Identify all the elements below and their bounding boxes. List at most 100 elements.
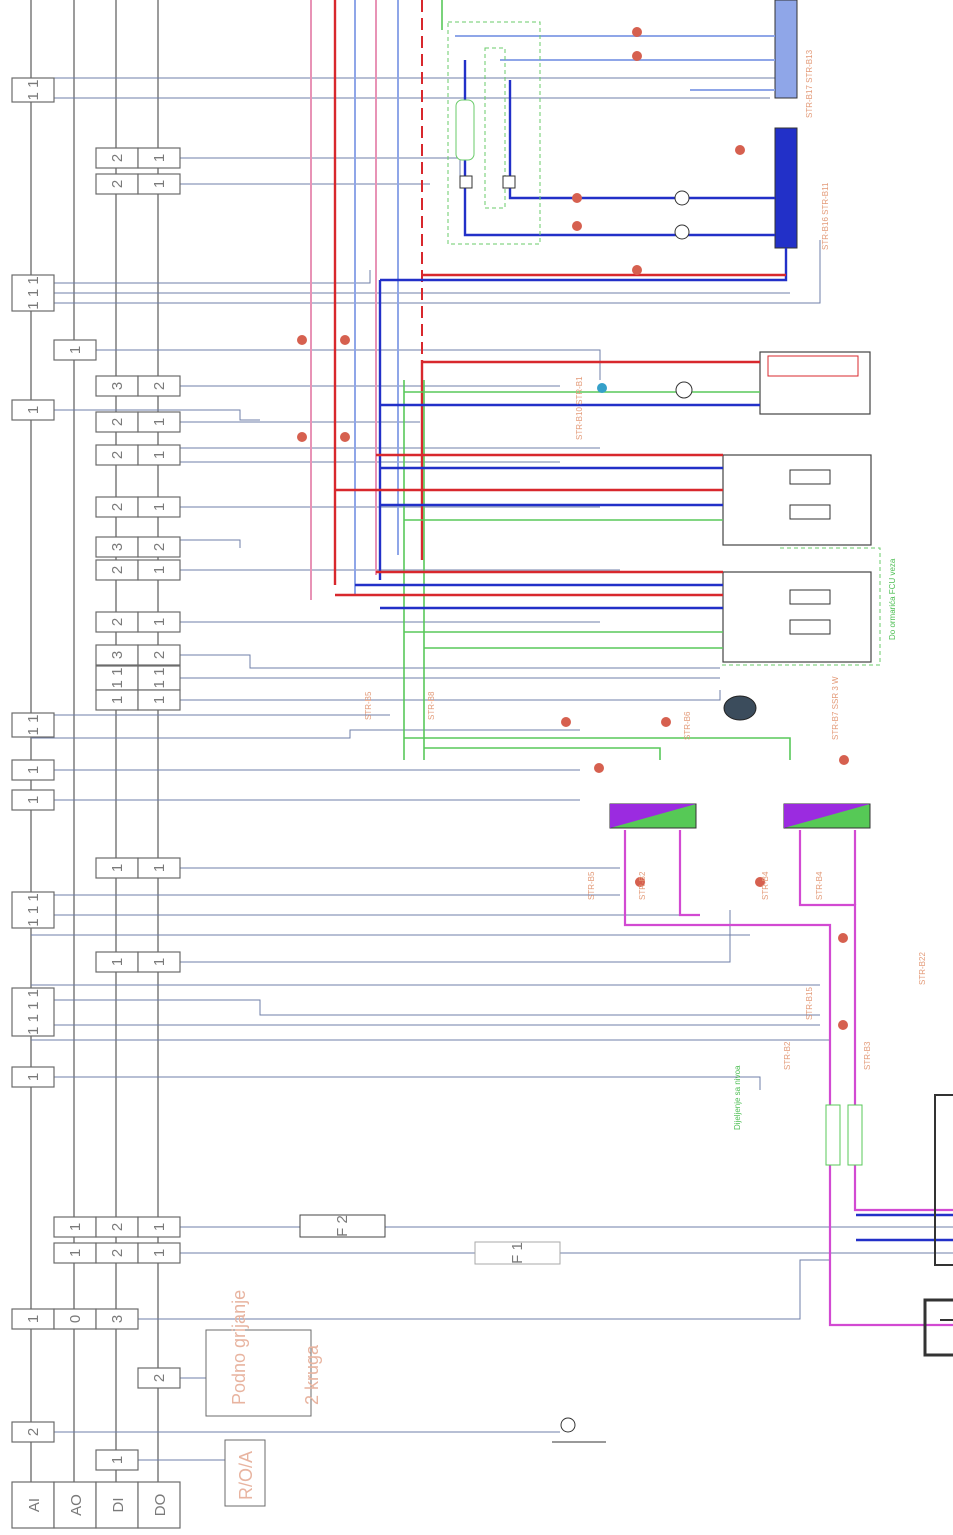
- io-box-value: 2: [109, 1249, 126, 1257]
- io-buses: [30, 0, 159, 1490]
- io-box: [137, 444, 181, 466]
- io-box-value: 2: [109, 451, 126, 459]
- io-box-value: 1: [151, 1223, 168, 1231]
- io-box-value: 1: [109, 958, 126, 966]
- io-box-value: 2: [151, 382, 168, 390]
- io-box-value: 3: [109, 651, 126, 659]
- f1-label: F 1: [509, 1242, 526, 1264]
- column-label-box: [53, 1481, 97, 1529]
- io-box-value: 2: [151, 543, 168, 551]
- f2-label: F 2: [334, 1215, 351, 1237]
- io-box-value: 1: [25, 766, 42, 774]
- svg-text:STR-B10 STR-B1: STR-B10 STR-B1: [575, 376, 584, 440]
- annotation-boxes: F 2 F 1 Podno grijanje 2 kruga R/O/A: [205, 1214, 606, 1507]
- io-box: [53, 339, 97, 361]
- io-box-value: 3: [109, 1315, 126, 1323]
- unit-groups: STR-B10 STR-B1 Do ormarića FCU veza: [297, 335, 897, 666]
- svg-text:STR-B5: STR-B5: [364, 691, 373, 720]
- svg-text:STR-B4: STR-B4: [761, 871, 770, 900]
- io-box: [137, 1242, 181, 1264]
- io-box: [11, 1066, 55, 1088]
- io-box-value: 2: [109, 566, 126, 574]
- io-box-value: 2: [25, 1428, 42, 1436]
- svg-text:STR-B2: STR-B2: [783, 1041, 792, 1070]
- io-box: [137, 1216, 181, 1238]
- io-box-value: 1: [67, 1249, 84, 1257]
- column-label-do: DO: [152, 1494, 169, 1517]
- io-box-value: 2: [109, 180, 126, 188]
- svg-text:STR-B17 STR-B13: STR-B17 STR-B13: [805, 49, 814, 118]
- io-box-value: 2: [109, 154, 126, 162]
- io-box-value: 1: [151, 864, 168, 872]
- io-box-value: 1: [109, 1456, 126, 1464]
- io-box-value: 3: [109, 382, 126, 390]
- svg-text:STR-B16 STR-B11: STR-B16 STR-B11: [821, 182, 830, 250]
- rom-label: R/O/A: [236, 1451, 256, 1500]
- svg-text:STR-B4: STR-B4: [815, 871, 824, 900]
- io-box-value: 1: [25, 1315, 42, 1323]
- io-box: [137, 173, 181, 195]
- io-box-value: 1: [109, 864, 126, 872]
- io-box: [137, 951, 181, 973]
- io-box-value: 1: [25, 406, 42, 414]
- svg-text:STR-B22: STR-B22: [918, 952, 927, 985]
- io-box-value: 1 1: [109, 668, 126, 689]
- svg-text:STR-B3: STR-B3: [863, 1041, 872, 1070]
- column-labels: AI AO DI DO: [11, 1481, 181, 1529]
- io-box-value: 2: [109, 1223, 126, 1231]
- io-box: [11, 759, 55, 781]
- io-box: [11, 789, 55, 811]
- column-label-ai: AI: [26, 1498, 43, 1512]
- io-box: [11, 274, 55, 312]
- io-box-value: 1: [151, 566, 168, 574]
- svg-text:STR-B8: STR-B8: [427, 691, 436, 720]
- io-box-value: 2: [151, 1374, 168, 1382]
- svg-text:Do ormarića FCU veza: Do ormarića FCU veza: [888, 558, 897, 640]
- io-box-value: 1 1 1: [25, 893, 42, 926]
- io-box-value: 1 1 1 1: [25, 989, 42, 1035]
- column-label-ao: AO: [68, 1494, 85, 1516]
- top-distribution: STR-B17 STR-B13 STR-B16 STR-B11: [380, 0, 830, 282]
- column-label-box: [137, 1481, 181, 1529]
- svg-text:STR-B2: STR-B2: [638, 871, 647, 900]
- rom-box: [224, 1439, 266, 1507]
- io-box: [137, 411, 181, 433]
- io-box: [137, 857, 181, 879]
- io-box: [11, 891, 55, 929]
- io-box-value: 1 1: [151, 668, 168, 689]
- svg-text:STR-B7 SSR 3 W: STR-B7 SSR 3 W: [831, 676, 840, 740]
- io-box-value: 1: [151, 696, 168, 704]
- signal-lines: [31, 77, 953, 1461]
- io-box: [137, 1367, 181, 1389]
- column-label-di: DI: [110, 1498, 127, 1513]
- floor-heating-box: [205, 1329, 312, 1417]
- io-box: [95, 1308, 139, 1330]
- io-box-value: 1: [25, 1073, 42, 1081]
- io-box: [137, 611, 181, 633]
- io-box-value: 2: [109, 618, 126, 626]
- io-box: [11, 987, 55, 1037]
- io-box-value: 1: [67, 346, 84, 354]
- circuits-label: 2 kruga: [302, 1344, 322, 1405]
- io-box: [11, 1421, 55, 1443]
- io-box-value: 1: [25, 796, 42, 804]
- io-box: [95, 665, 139, 691]
- svg-text:STR-B15: STR-B15: [805, 987, 814, 1020]
- io-box: [95, 1449, 139, 1471]
- io-box: [137, 375, 181, 397]
- io-box: [137, 689, 181, 711]
- io-box-value: 2: [151, 651, 168, 659]
- io-box: [137, 644, 181, 666]
- svg-text:STR-B6: STR-B6: [683, 711, 692, 740]
- io-box-value: 0: [67, 1315, 84, 1323]
- io-box: [137, 559, 181, 581]
- io-box-value: 1: [109, 696, 126, 704]
- floor-heating-label: Podno grijanje: [229, 1290, 249, 1405]
- io-box-value: 1 1 1: [25, 276, 42, 309]
- io-box: [137, 496, 181, 518]
- io-box: [137, 536, 181, 558]
- io-box: [11, 77, 55, 103]
- main-pipes: [310, 0, 443, 760]
- io-box-value: 1: [151, 154, 168, 162]
